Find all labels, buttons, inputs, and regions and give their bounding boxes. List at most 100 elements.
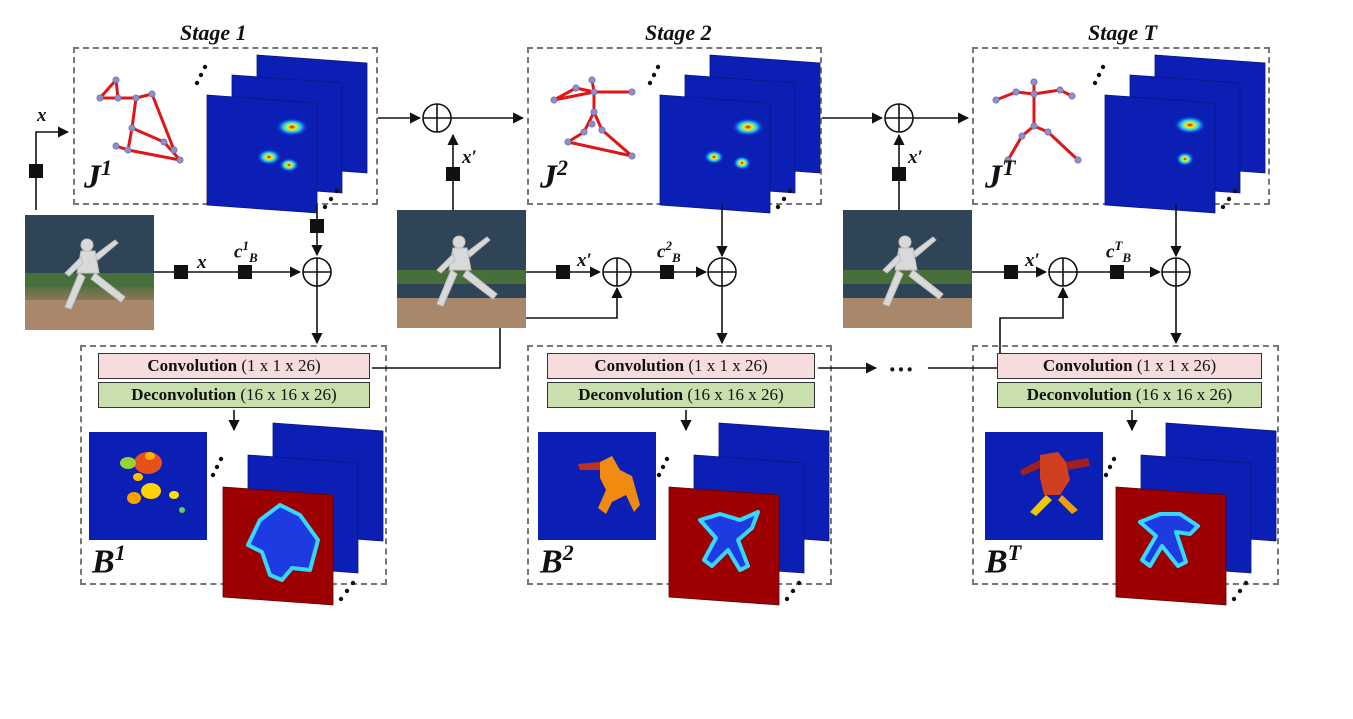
joint-label-stage-t: JT	[985, 155, 1016, 196]
ellipsis-dot	[664, 456, 670, 462]
input-image-stage-1	[25, 215, 154, 330]
heatmap-hotspot	[257, 149, 281, 165]
part-blob	[134, 452, 162, 474]
stage-2-x-label: x′	[577, 250, 592, 271]
stage-t-skeleton-limb	[1006, 134, 1024, 162]
stage-2-skeleton-joint	[590, 108, 598, 116]
part-arm-left	[1020, 460, 1040, 476]
conv-layer-stage-1: Convolution (1 x 1 x 26)	[98, 353, 370, 379]
stage-t-c-label: cTB	[1106, 238, 1132, 266]
heatmap-hotspot	[732, 118, 764, 136]
stage-t-skeleton-limb	[994, 90, 1018, 102]
stage-2-body-heatmap-silhouette	[698, 510, 760, 572]
part-body	[598, 456, 640, 514]
ellipsis-dot	[322, 204, 328, 210]
ellipsis-dot	[1232, 188, 1238, 194]
stage-1-skeleton-joint	[124, 146, 132, 154]
input-to-stage-1-arrow	[35, 126, 70, 210]
ellipsis-dot	[647, 80, 653, 86]
joint-label-stage-1: J1	[84, 155, 112, 196]
stage-t-skeleton-joint	[1030, 122, 1038, 130]
joint-label-stage-2: J2	[540, 155, 568, 196]
stage-t-title: Stage T	[1088, 20, 1158, 45]
stage-2-skeleton-joint	[572, 84, 580, 92]
heatmap-hotspot	[733, 156, 751, 170]
part-blob	[120, 457, 136, 469]
input-image-stage-2	[397, 210, 526, 328]
stage-t-skeleton-joint	[1068, 92, 1076, 100]
ellipsis-dot	[1226, 196, 1232, 202]
stage-t-skeleton-joint	[1004, 156, 1012, 164]
ellipsis-dot	[1100, 64, 1106, 70]
stage-1-skeleton-joint	[148, 90, 156, 98]
stage-t-skeleton-joint	[1030, 90, 1038, 98]
stage-1-skeleton-limb	[98, 78, 118, 100]
stage-1-skeleton-limb	[150, 92, 176, 152]
stage-t-skeleton-joint	[992, 96, 1000, 104]
ellipsis-dot	[1231, 596, 1237, 602]
stage-2-skeleton-limb	[566, 140, 634, 158]
stage-1-skeleton-joint	[112, 142, 120, 150]
stage-1-skeleton-joint	[132, 94, 140, 102]
deconv-layer-stage-2: Deconvolution (16 x 16 x 26)	[547, 382, 815, 408]
ellipsis-dot	[784, 596, 790, 602]
ellipsis-dot	[198, 72, 204, 78]
stage-2-top-x-block	[446, 167, 460, 181]
stage-t-skeleton-joint	[1056, 86, 1064, 94]
part-torso	[1040, 452, 1070, 495]
stage-1-joint-block	[310, 219, 324, 233]
ellipsis-between-stages: ···	[888, 355, 915, 384]
ellipsis-dot	[202, 64, 208, 70]
ellipsis-dot	[656, 472, 662, 478]
ellipsis-dot	[1220, 204, 1226, 210]
stage-1-c-block	[238, 265, 252, 279]
stage-1-skeleton-limb	[126, 126, 134, 152]
ellipsis-dot	[1103, 472, 1109, 478]
stage-2-c-label: c2B	[657, 238, 681, 266]
stage-1-x-block	[174, 265, 188, 279]
deconv-layer-stage-t: Deconvolution (16 x 16 x 26)	[997, 382, 1262, 408]
part-blob	[169, 491, 179, 499]
stage-2-skeleton-limb	[552, 90, 596, 102]
stage-2-skeleton-joint	[550, 96, 558, 104]
stage-2-skeleton-joint	[588, 76, 596, 84]
stage-t-skeleton-joint	[1030, 78, 1038, 86]
heatmap-hotspot	[704, 150, 724, 164]
part-blob	[141, 483, 161, 499]
stage-t-skeleton-limb	[1032, 88, 1062, 96]
stage-t-joint-heatmap-sheet	[1104, 94, 1216, 214]
ellipsis-dot	[1237, 588, 1243, 594]
stage-2-skeleton-limb	[600, 128, 634, 158]
ellipsis-dot	[350, 580, 356, 586]
heatmap-hotspot	[1174, 116, 1206, 134]
stage-t-skeleton-joint	[1018, 132, 1026, 140]
body-label-stage-1: B1	[92, 540, 126, 581]
stage-1-c-label: c1B	[234, 238, 258, 266]
stage-2-skeleton-joint	[590, 88, 598, 96]
ellipsis-dot	[787, 188, 793, 194]
ellipsis-dot	[1096, 72, 1102, 78]
ellipsis-dot	[214, 464, 220, 470]
conv-layer-stage-t: Convolution (1 x 1 x 26)	[997, 353, 1262, 379]
stage-t-skeleton-joint	[1012, 88, 1020, 96]
stage-1-skeleton-joint	[128, 124, 136, 132]
stage-2-skeleton-joint	[588, 120, 596, 128]
stage-1-skeleton-joint	[112, 76, 120, 84]
stage-2-skeleton-joint	[598, 126, 606, 134]
part-leg-left	[1030, 495, 1052, 516]
part-leg-right	[1058, 495, 1078, 514]
stage-t-skeleton-joint	[1044, 128, 1052, 136]
ellipsis-dot	[651, 72, 657, 78]
stage-1-x-label: x	[197, 252, 207, 273]
ellipsis-dot	[334, 188, 340, 194]
body-label-stage-t: BT	[985, 540, 1022, 581]
body-label-stage-2: B2	[540, 540, 574, 581]
stage-1-input-block	[29, 164, 43, 178]
ellipsis-dot	[218, 456, 224, 462]
ellipsis-dot	[194, 80, 200, 86]
ellipsis-dot	[655, 64, 661, 70]
heatmap-hotspot	[276, 118, 308, 136]
stage-2-part-map	[538, 432, 656, 540]
heatmap-hotspot	[1176, 152, 1194, 166]
stage-2-top-x-label: x′	[462, 147, 477, 168]
